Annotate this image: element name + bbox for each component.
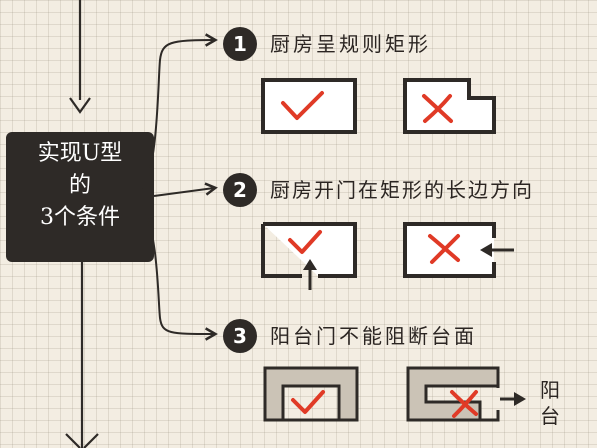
room-irregular-bad: [403, 78, 496, 134]
condition-3-text: 阳台门不能阻断台面: [270, 324, 477, 348]
room-outline-good-3: [263, 366, 359, 422]
arrow-head-icon: [514, 392, 526, 406]
cross-mark-icon: [422, 94, 453, 123]
number-badge-2-label: 2: [233, 178, 247, 202]
check-mark-icon: [288, 230, 322, 254]
number-badge-3-label: 3: [233, 324, 247, 348]
balcony-label-2: 台: [540, 404, 560, 428]
arrow-head-icon: [303, 259, 317, 270]
number-badge-2: [223, 173, 257, 207]
number-badge-1-label: 1: [233, 32, 247, 56]
number-badge-1: [223, 27, 257, 61]
check-mark-icon: [281, 91, 324, 120]
main-box-line-1: 实现U型: [37, 141, 123, 166]
balcony-label-1: 阳: [540, 378, 560, 402]
connector-3: [141, 205, 218, 341]
main-box: [6, 132, 154, 262]
cross-mark-icon: [450, 390, 478, 418]
arrow-head-icon: [480, 243, 492, 257]
spine-arrow-icon: [69, 97, 91, 114]
connector-1: [141, 33, 218, 189]
room-outline-bad-3: [406, 366, 500, 422]
check-mark-icon: [291, 390, 325, 414]
bottom-arrow-icon: [65, 433, 99, 448]
connector-2: [153, 182, 218, 197]
main-box-text: 实现U型 的 3个条件: [6, 138, 154, 234]
number-badge-3: [223, 319, 257, 353]
room-door-long-side-good-wall: [261, 224, 302, 278]
main-box-line-3: 3个条件: [40, 205, 120, 230]
condition-2-text: 厨房开门在矩形的长边方向: [270, 178, 534, 202]
condition-1-text: 厨房呈规则矩形: [270, 32, 431, 56]
cross-mark-icon: [428, 234, 460, 264]
u-counter-good: [263, 366, 359, 422]
main-box-line-2: 的: [68, 173, 91, 198]
